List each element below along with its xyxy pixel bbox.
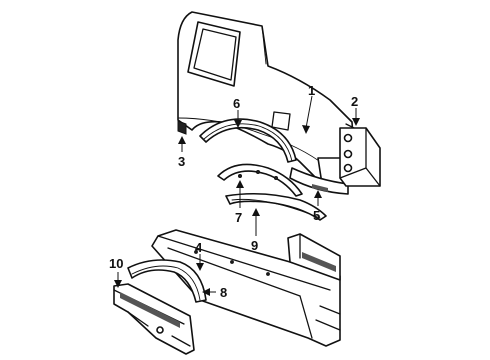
callout-4: 4 [195,240,203,255]
leader-lines [114,95,360,296]
front-wheel-opening-flare [127,259,207,303]
quarter-panel-molding [177,120,187,135]
callout-1: 1 [308,83,315,98]
wheel-opening-flare [225,192,327,221]
callout-labels: 1 2 3 4 5 6 7 8 9 10 [109,83,358,300]
callout-8: 8 [220,285,227,300]
callout-9: 9 [251,238,258,253]
callout-6: 6 [233,96,240,111]
wheel-opening-molding [199,118,297,163]
callout-3: 3 [178,154,185,169]
rear-lower-molding [289,167,349,195]
tail-lamp [339,127,381,187]
quarter-panel [177,11,357,185]
callout-10: 10 [109,256,123,271]
front-lower-bracket [113,283,195,355]
callout-2: 2 [351,94,358,109]
wheel-opening-retainer [217,163,303,197]
callout-7: 7 [235,210,242,225]
callout-5: 5 [313,208,320,223]
